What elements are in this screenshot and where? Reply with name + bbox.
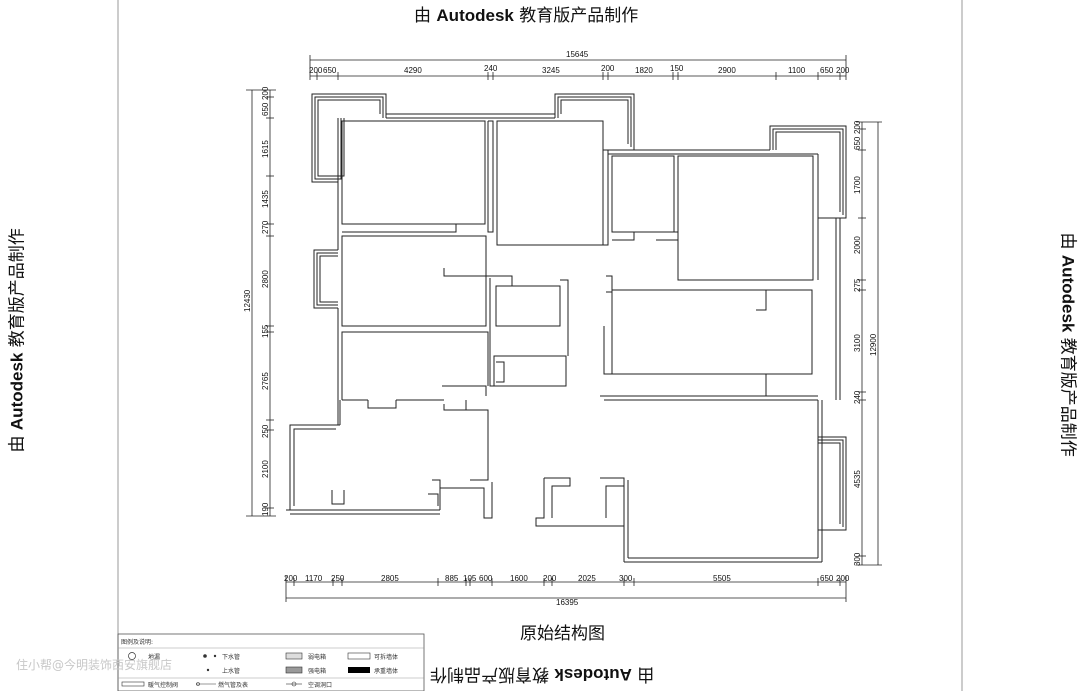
dim-bottom-9: 2025 (578, 574, 596, 583)
legend-table: 图例及说明: 地漏 下水管 弱电箱 可拆墙体 上水管 强电箱 承重墙体 暖气控制… (117, 633, 425, 691)
legend-item-9: 空调洞口 (308, 681, 332, 689)
inner-walls (331, 120, 818, 560)
removable-wall-icon (347, 652, 371, 660)
dim-bottom-3: 2805 (381, 574, 399, 583)
site-watermark: 住小帮@今明装饰西安旗舰店 (16, 658, 173, 672)
dim-left-0: 200 (261, 86, 270, 100)
dim-right-1: 650 (853, 136, 862, 150)
legend-item-5: 强电箱 (308, 667, 326, 675)
top-dimension-chain (309, 55, 847, 80)
weak-panel-icon (285, 652, 303, 660)
dim-bottom-total: 16395 (556, 598, 579, 607)
dim-right-5: 3100 (853, 334, 862, 352)
stamp-suffix: 教育版产品制作 (430, 664, 555, 684)
legend-item-0: 地漏 (148, 653, 160, 661)
dim-bottom-11: 5505 (713, 574, 731, 583)
dim-right-4: 275 (853, 278, 862, 292)
dim-top-6: 1820 (635, 66, 653, 75)
dim-bottom-0: 200 (284, 574, 298, 583)
dim-top-11: 200 (836, 66, 850, 75)
dim-top-1: 650 (323, 66, 337, 75)
stamp-suffix: 教育版产品制作 (1057, 332, 1078, 457)
dim-left-1: 650 (261, 102, 270, 116)
stamp-prefix: 由 (631, 664, 655, 684)
dim-top-4: 3245 (542, 66, 560, 75)
stamp-prefix: 由 (7, 430, 28, 453)
dim-left-10: 190 (261, 502, 270, 516)
right-dimension-chain (856, 121, 882, 566)
dim-top-2: 4290 (404, 66, 422, 75)
heating-valve-icon (121, 681, 145, 687)
stamp-suffix: 教育版产品制作 (7, 228, 28, 353)
dim-left-6: 155 (261, 324, 270, 338)
plan-title: 原始结构图 (520, 624, 605, 644)
autodesk-stamp-right: 由 Autodesk 教育版产品制作 (1057, 232, 1080, 457)
dim-bottom-1: 1170 (305, 574, 323, 583)
dim-right-3: 2000 (853, 236, 862, 254)
legend-item-2: 弱电箱 (308, 653, 326, 661)
stamp-brand: Autodesk (554, 665, 632, 684)
dim-left-labels: 12430 200 650 1615 1435 270 2800 155 276… (243, 86, 270, 516)
legend-item-1: 下水管 (222, 653, 240, 661)
dim-left-8: 250 (261, 424, 270, 438)
dim-top-8: 2900 (718, 66, 736, 75)
supply-pipe-icon (206, 668, 210, 672)
legend-item-4: 上水管 (222, 667, 240, 675)
dim-right-labels: 12900 200 650 1700 2000 275 3100 240 453… (853, 120, 878, 566)
stamp-brand: Autodesk (436, 6, 514, 25)
dim-right-7: 4535 (853, 470, 862, 488)
dim-right-2: 1700 (853, 176, 862, 194)
dim-left-3: 1435 (261, 190, 270, 208)
dim-left-9: 2100 (261, 460, 270, 478)
stamp-brand: Autodesk (7, 352, 27, 431)
dim-top-5: 200 (601, 64, 615, 73)
legend-item-6: 承重墙体 (374, 667, 398, 675)
dim-left-2: 1615 (261, 140, 270, 158)
dim-top-labels: 200 650 4290 240 3245 200 1820 150 2900 … (309, 64, 850, 75)
stamp-brand: Autodesk (1058, 254, 1078, 333)
dim-left-total: 12430 (243, 289, 252, 312)
dim-left-4: 270 (261, 220, 270, 234)
outer-walls (286, 93, 847, 563)
dim-bottom-5: 105 (463, 574, 477, 583)
drain-pipe-icon (203, 654, 207, 658)
legend-item-3: 可拆墙体 (374, 653, 398, 661)
dim-right-8: 300 (853, 552, 862, 566)
dim-top-total: 15645 (566, 50, 589, 59)
dim-bottom-labels: 200 1170 250 2805 885 105 600 1600 200 2… (284, 574, 850, 583)
dim-bottom-4: 885 (445, 574, 459, 583)
dim-top-10: 650 (820, 66, 834, 75)
dim-top-7: 150 (670, 64, 684, 73)
stamp-prefix: 由 (1057, 232, 1078, 255)
dim-bottom-7: 1600 (510, 574, 528, 583)
dim-bottom-10: 300 (619, 574, 633, 583)
legend-item-7: 暖气控制阀 (148, 681, 178, 689)
legend-title: 图例及说明: (121, 638, 153, 646)
dim-bottom-2: 250 (331, 574, 345, 583)
dim-left-5: 2800 (261, 270, 270, 288)
autodesk-stamp-top: 由 Autodesk 教育版产品制作 (414, 1, 638, 26)
dim-left-7: 2765 (261, 372, 270, 390)
dim-right-0: 200 (853, 120, 862, 134)
dim-right-total: 12900 (869, 333, 878, 356)
autodesk-stamp-bottom: 由 Autodesk 教育版产品制作 (430, 664, 654, 689)
stamp-prefix: 由 (414, 6, 437, 26)
stamp-suffix: 教育版产品制作 (513, 6, 639, 26)
dim-bottom-8: 200 (543, 574, 557, 583)
left-dimension-chain (246, 89, 276, 517)
autodesk-stamp-left: 由 Autodesk 教育版产品制作 (3, 228, 28, 453)
floor-drain-icon (128, 652, 136, 660)
bottom-dimension-chain (285, 576, 847, 602)
dim-top-3: 240 (484, 64, 498, 73)
dim-bottom-13: 200 (836, 574, 850, 583)
dim-top-9: 1100 (788, 66, 806, 75)
dim-bottom-12: 650 (820, 574, 834, 583)
strong-panel-icon (285, 666, 303, 674)
legend-item-8: 燃气管及表 (218, 681, 248, 689)
dim-top-0: 200 (309, 66, 323, 75)
dim-bottom-6: 600 (479, 574, 493, 583)
dim-right-6: 240 (853, 390, 862, 404)
load-bearing-wall-icon (348, 667, 370, 673)
